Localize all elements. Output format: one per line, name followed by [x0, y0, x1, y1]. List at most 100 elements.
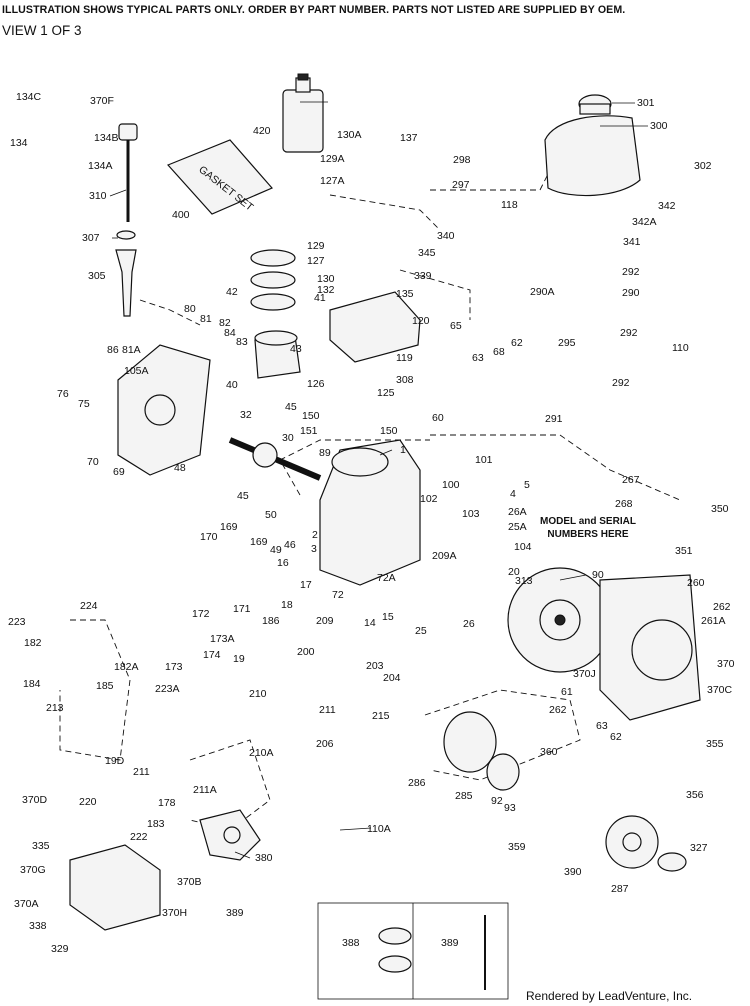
part-label: 262: [713, 601, 731, 613]
part-label: 135: [396, 288, 414, 300]
part-label: 174: [203, 649, 221, 661]
part-label: 307: [82, 232, 100, 244]
part-label: 30: [282, 432, 294, 444]
part-label: 1: [400, 444, 406, 456]
part-label: 151: [300, 425, 318, 437]
part-label: 42: [226, 286, 238, 298]
dipstick: [115, 123, 138, 317]
part-label: 300: [650, 120, 668, 132]
part-label: 329: [51, 943, 69, 955]
part-label: 222: [130, 831, 148, 843]
part-label: 370A: [14, 898, 39, 910]
part-label: 200: [297, 646, 315, 658]
part-label: 388: [342, 937, 360, 949]
part-label: 211: [319, 704, 336, 716]
part-label: 19: [233, 653, 245, 665]
part-label: 285: [455, 790, 473, 802]
part-label: 210A: [249, 747, 274, 759]
part-label: 183: [147, 818, 165, 830]
header-notice: ILLUSTRATION SHOWS TYPICAL PARTS ONLY. O…: [2, 4, 626, 16]
part-label: 110A: [367, 823, 391, 835]
part-label: 169: [250, 536, 268, 548]
part-label: 370J: [573, 668, 596, 680]
part-label: 209A: [432, 550, 457, 562]
part-label: 82: [219, 317, 231, 329]
part-label: 60: [432, 412, 444, 424]
part-label: 292: [620, 327, 638, 339]
part-label: 127: [307, 255, 325, 267]
part-label: 209: [316, 615, 334, 627]
part-label: 327: [690, 842, 708, 854]
starter-cup: [443, 711, 520, 791]
part-label: 62: [511, 337, 523, 349]
part-label: 350: [711, 503, 729, 515]
part-label: 204: [383, 672, 401, 684]
part-label: 171: [233, 603, 251, 615]
part-label: 360: [540, 746, 558, 758]
part-label: 86: [107, 344, 119, 356]
part-label: 297: [452, 179, 470, 191]
part-label: 287: [611, 883, 629, 895]
part-label: 215: [372, 710, 390, 722]
part-label: 63: [596, 720, 608, 732]
part-label: 286: [408, 777, 426, 789]
part-label: 301: [637, 97, 655, 109]
part-label: 134C: [16, 91, 42, 103]
part-label: 25A: [508, 521, 527, 533]
piston: [254, 330, 301, 379]
part-label: 45: [237, 490, 249, 502]
part-label: 150: [302, 410, 320, 422]
part-label: 137: [400, 132, 418, 144]
part-label: 185: [96, 680, 114, 692]
crankshaft: [228, 437, 322, 481]
part-label: 262: [549, 704, 567, 716]
part-label: 172: [192, 608, 210, 620]
part-label: 310: [89, 190, 107, 202]
part-label: 125: [377, 387, 395, 399]
part-label: 182: [24, 637, 42, 649]
recoil-starter: [605, 815, 687, 872]
part-label: 339: [414, 270, 432, 282]
part-label: 370G: [20, 864, 46, 876]
part-label: 110: [672, 342, 689, 354]
part-label: 211: [133, 766, 150, 778]
engine-block: [319, 439, 421, 586]
part-label: 48: [174, 462, 186, 474]
part-label: 170: [200, 531, 218, 543]
part-label: 130: [317, 273, 335, 285]
part-label: 342: [658, 200, 676, 212]
part-label: 68: [493, 346, 505, 358]
part-label: 45: [285, 401, 297, 413]
part-label: 267: [622, 474, 640, 486]
part-label: 93: [504, 802, 516, 814]
assembly-outlines: [59, 149, 681, 1000]
part-label: 370B: [177, 876, 202, 888]
part-label: 129: [307, 240, 325, 252]
part-label: 298: [453, 154, 471, 166]
crankcase-cover: [117, 344, 211, 476]
part-label: 16: [277, 557, 289, 569]
part-label: 295: [558, 337, 576, 349]
part-label: 25: [415, 625, 427, 637]
part-label: 75: [78, 398, 90, 410]
part-label: 4: [510, 488, 516, 500]
part-label: 118: [501, 199, 518, 211]
part-label: 40: [226, 379, 238, 391]
part-label: 103: [462, 508, 480, 520]
part-label: 89: [319, 447, 331, 459]
part-label: 17: [300, 579, 312, 591]
part-label: 420: [253, 125, 271, 137]
model-serial-note-line2: NUMBERS HERE: [547, 529, 629, 540]
gaskets-subassembly: [378, 915, 486, 990]
part-label: 81A: [122, 344, 141, 356]
flywheel: [507, 567, 613, 673]
part-label: 260: [687, 577, 705, 589]
part-label: 72: [332, 589, 344, 601]
part-label: 380: [255, 852, 273, 864]
part-label: 340: [437, 230, 455, 242]
part-label: 223A: [155, 683, 180, 695]
part-label: 2: [312, 529, 318, 541]
part-label: 70: [87, 456, 99, 468]
part-label: 132: [317, 284, 335, 296]
part-label: 80: [184, 303, 196, 315]
